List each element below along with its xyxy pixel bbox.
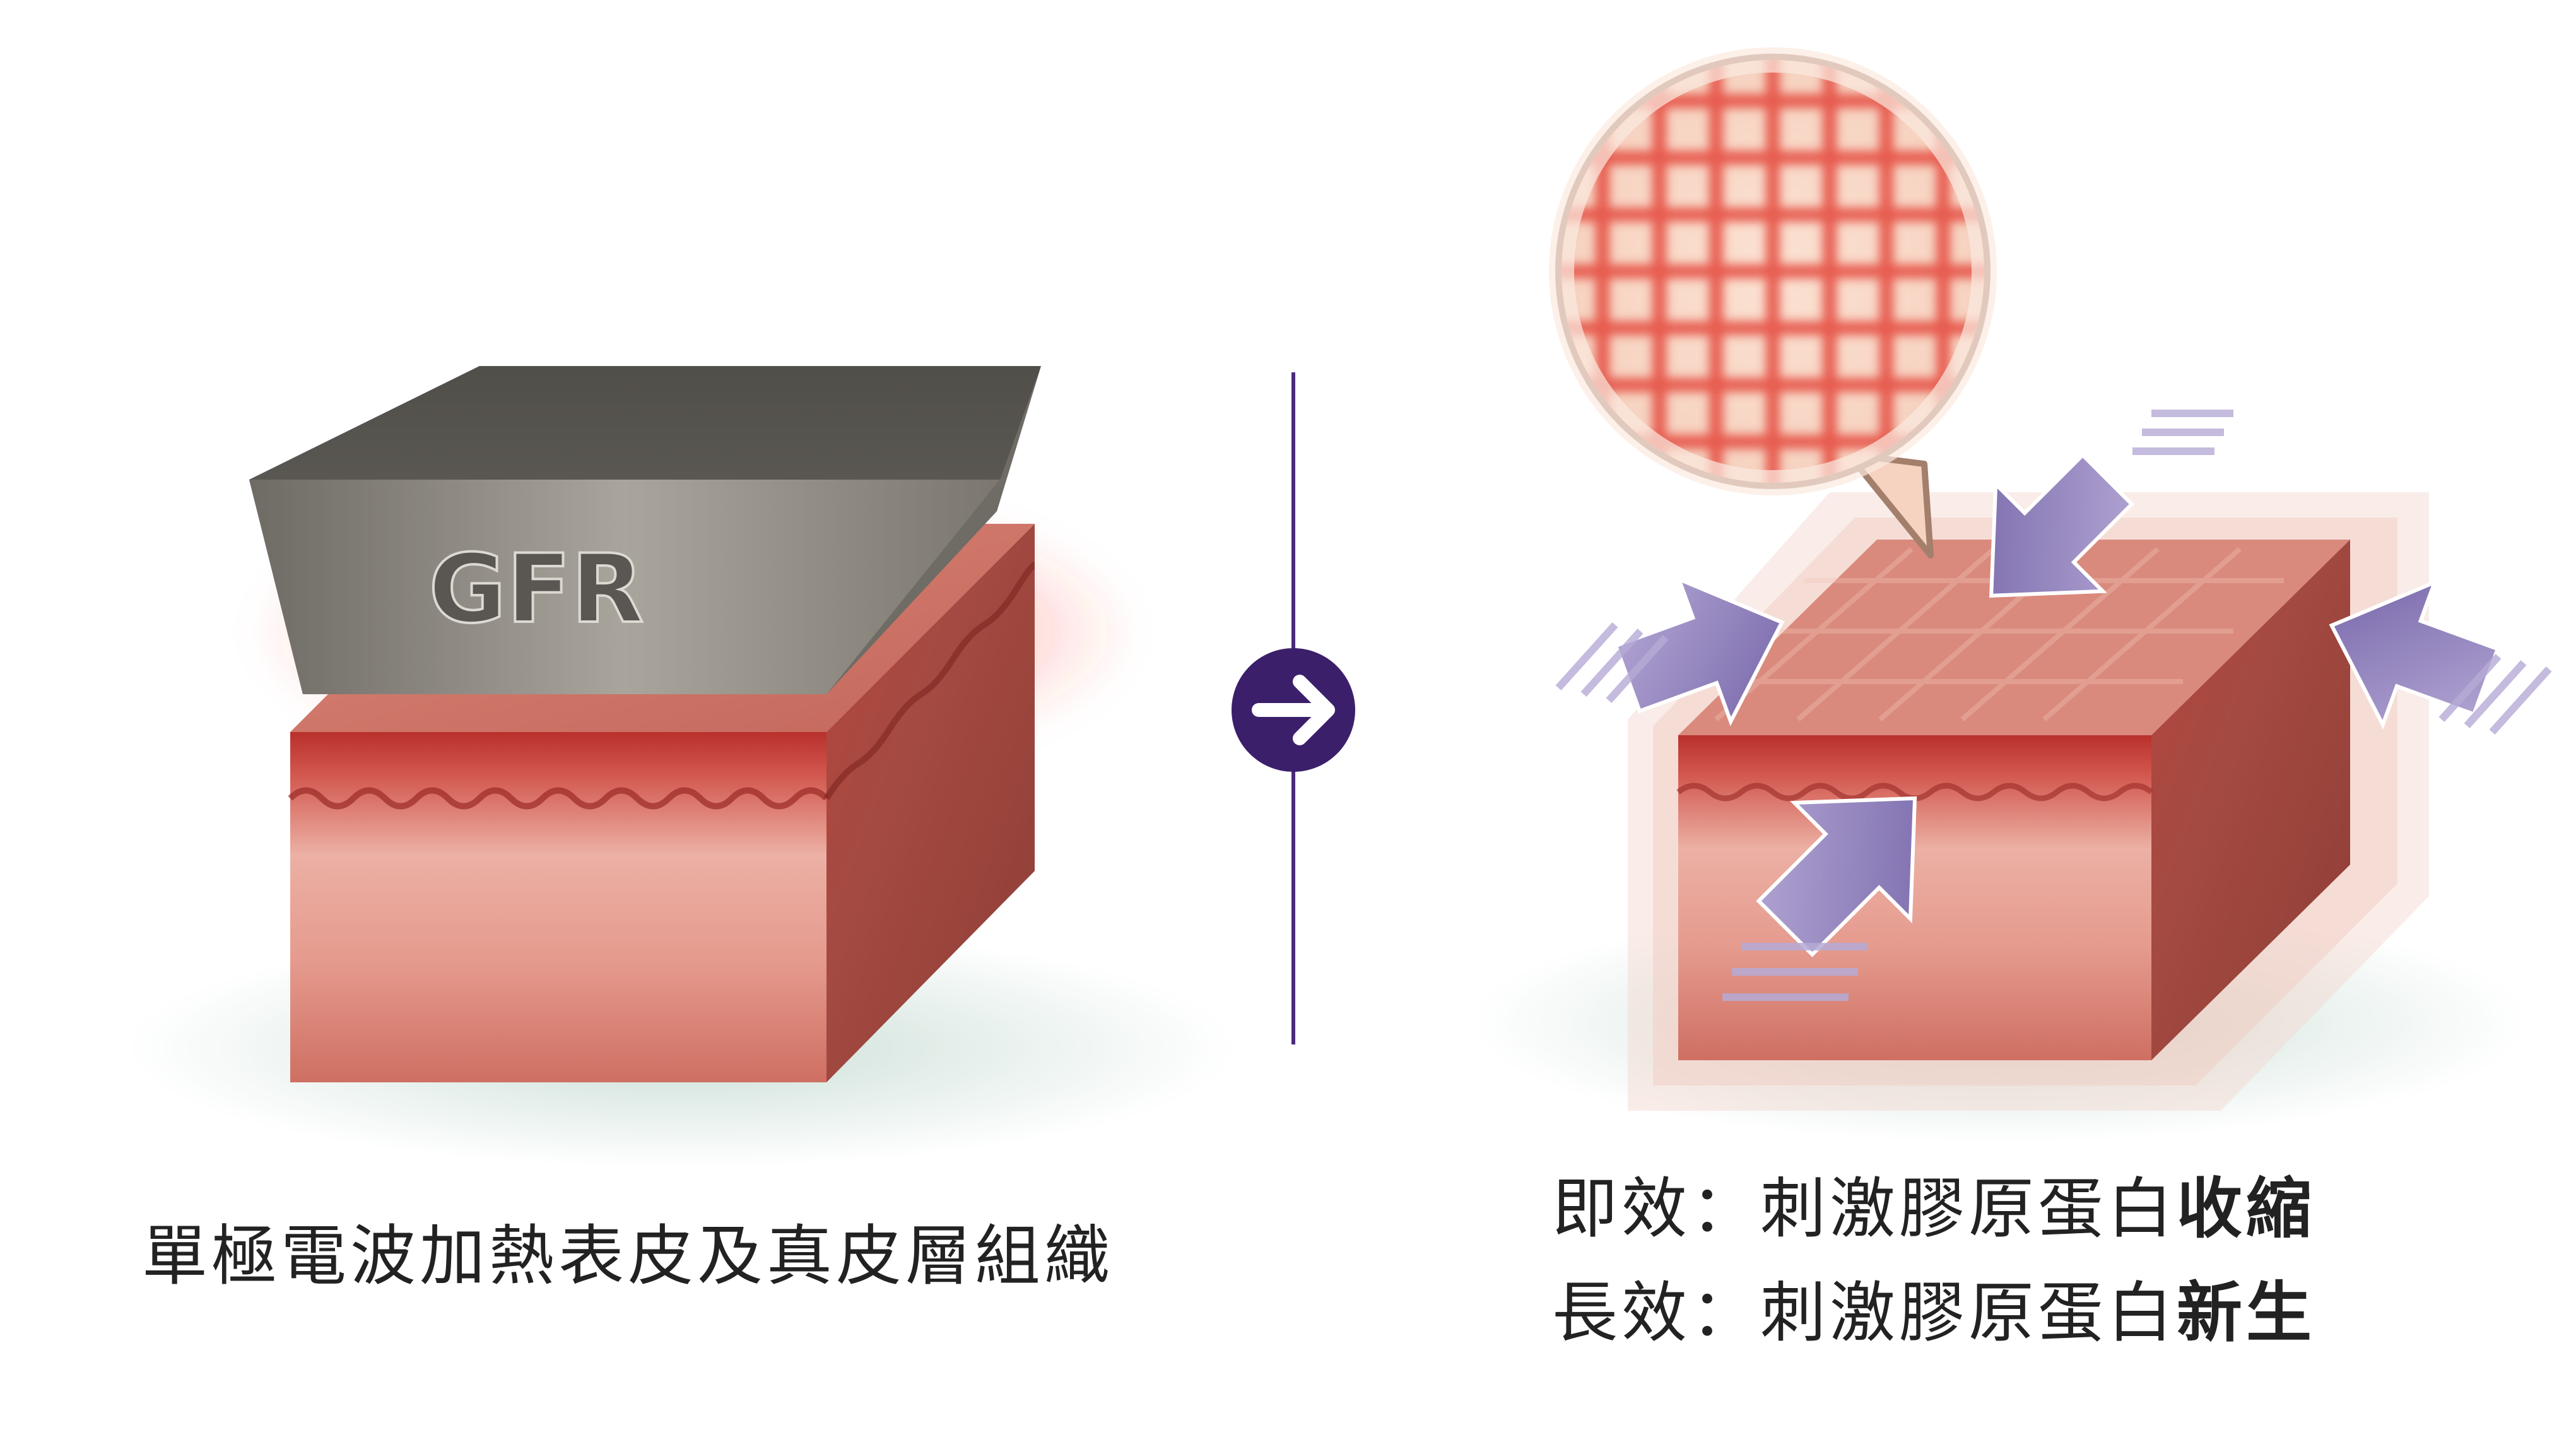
compression-arrow-icon [1555,410,2552,1001]
immediate-effect-emphasis: 收縮 [2177,1170,2316,1247]
left-epidermis-line [288,787,829,810]
right-panel [1470,47,2552,1142]
center-divider [1232,372,1355,1044]
right-skin-front [1678,735,2151,1060]
device-rim [249,366,1041,480]
device-front [249,480,1000,694]
device-label: GFR [428,535,644,644]
long-term-effect-text: 長效：刺激膠原蛋白 [1552,1274,2177,1351]
gfr-device: GFR [249,366,1041,694]
right-skin-top [1678,540,2350,735]
long-term-effect-emphasis: 新生 [2177,1274,2316,1351]
left-skin-front [290,732,826,1082]
right-caption-long-term: 長效：刺激膠原蛋白新生 [1552,1259,2315,1354]
left-epidermis-side-line [823,562,1036,800]
right-caption-immediate: 即效：刺激膠原蛋白收縮 [1552,1155,2315,1250]
left-panel: GFR [126,366,1237,1168]
left-skin-side [826,524,1035,1082]
collagen-grid [1561,60,1984,483]
collagen-magnifier [1549,47,1997,559]
immediate-effect-text: 即效：刺激膠原蛋白 [1552,1170,2177,1247]
left-caption: 單極電波加熱表皮及真皮層組織 [142,1217,1114,1294]
right-skin-side [2151,540,2350,1060]
arrow-right-icon [1252,675,1335,745]
